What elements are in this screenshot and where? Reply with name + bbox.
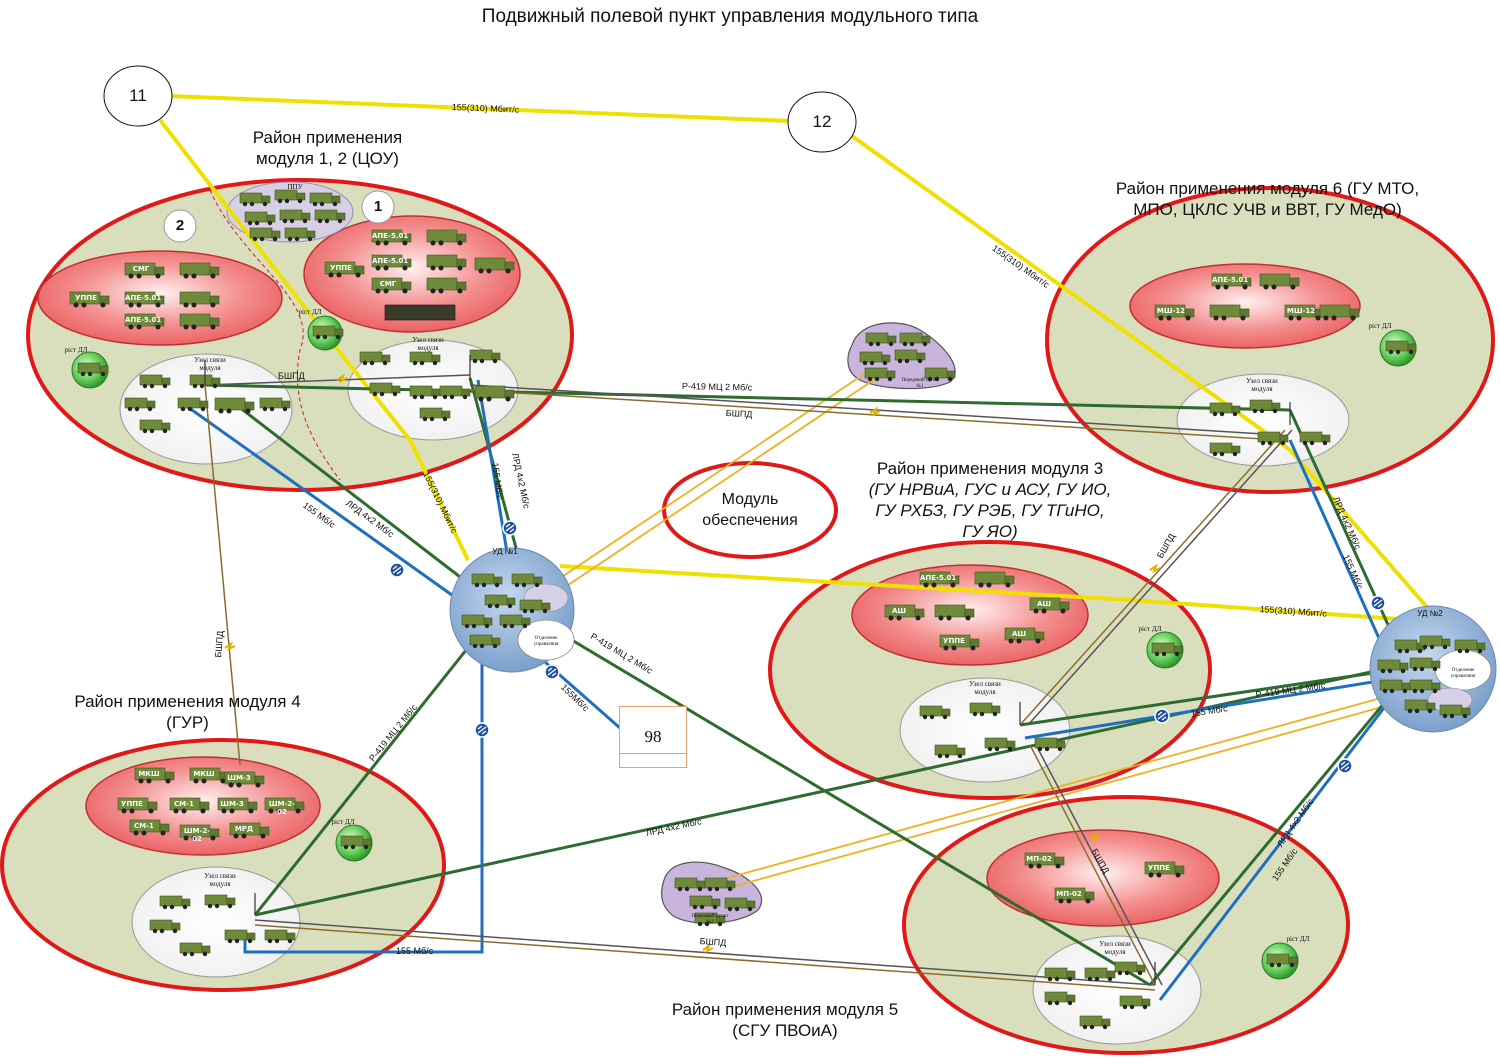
vehicle-label: ШМ-3 — [227, 774, 251, 782]
marker-2 — [163, 209, 197, 243]
node-11-label: 11 — [129, 86, 147, 105]
node-12-label: 12 — [812, 112, 832, 131]
region-3-title: Район применения модуля 3 (ГУ НРВиА, ГУС… — [868, 459, 1112, 541]
rist-label-5: рiст ДЛ — [1286, 935, 1310, 943]
vehicle-label: ШМ-2-02 — [183, 827, 211, 843]
bshpd-links — [204, 374, 1293, 991]
vehicle-label: АШ — [891, 607, 907, 615]
node-12 — [787, 91, 857, 153]
vehicle-label: УППЕ — [75, 294, 97, 302]
vehicle-label: УППЕ — [1148, 864, 1170, 872]
node-98: 98 — [619, 706, 687, 768]
vehicle-label: СМГ — [379, 280, 397, 288]
vehicle-label: МШ-12 — [1156, 307, 1186, 315]
link-label-b155-4: 155 Мб/с — [396, 946, 434, 956]
region-4-title: Район применения модуля 4(ГУР) — [74, 692, 301, 732]
rist-label-6: рiст ДЛ — [1368, 322, 1392, 330]
link-label-bshpd-bottom: БШПД — [699, 936, 727, 948]
rist-label-2: рiст ДЛ — [298, 308, 322, 316]
vehicle-label: МКШ — [193, 770, 215, 778]
vehicle-label: СМ-1 — [174, 800, 194, 808]
ud1-label: УД №1 — [492, 547, 518, 556]
region-module-1-2 — [26, 178, 574, 492]
region-5-title: Район применения модуля 5(СГУ ПВОиА) — [671, 1000, 899, 1040]
vehicle-label: АПЕ-5.01 — [920, 574, 957, 582]
vehicle-label: УППЕ — [121, 800, 143, 808]
uzel-svyazi-5 — [1032, 935, 1202, 1045]
rist-label-1: рiст ДЛ — [64, 346, 88, 354]
zone-module-6 — [1129, 263, 1361, 349]
uzel-svyazi-4 — [131, 866, 301, 978]
link-label-bshpd-1: БШПД — [278, 371, 305, 381]
vehicles — [69, 189, 1486, 1030]
marker-2-label: 2 — [175, 217, 185, 234]
region-6-title: Район применения модуля 6 (ГУ МТО,МПО, Ц… — [1115, 179, 1420, 219]
vehicle-label: МКШ — [138, 770, 160, 778]
vehicle-label: МП-02 — [1026, 855, 1052, 863]
vehicle-label: АПЕ-5.01 — [125, 316, 162, 324]
zone-module-1 — [303, 215, 521, 333]
vehicle-label: АПЕ-5.01 — [1212, 276, 1249, 284]
vehicle-label: СМ-1 — [134, 822, 154, 830]
ppu-label: ППУ — [287, 183, 303, 191]
rist-label-4: рiст ДЛ — [331, 818, 355, 826]
vehicle-label: МРД — [234, 825, 254, 833]
boundary-dashed — [209, 189, 341, 481]
vehicle-label: АПЕ-5.01 — [372, 232, 409, 240]
vehicle-label: АШ — [1011, 630, 1027, 638]
yellow-links — [158, 94, 1442, 624]
vehicle-label: АПЕ-5.01 — [125, 294, 162, 302]
vehicle-label: АШ — [1036, 600, 1052, 608]
link-label-bshpd-top: БШПД — [725, 408, 753, 420]
vehicle-label: СМГ — [132, 265, 150, 273]
vehicle-label: МШ-12 — [1286, 307, 1316, 315]
link-label-r419-top: Р-419 МЦ 2 Мб/с — [681, 381, 753, 393]
vehicle-label: УППЕ — [943, 637, 965, 645]
marker-1-label: 1 — [373, 198, 383, 215]
ud2-label: УД №2 — [1417, 609, 1443, 618]
rist-label-3: рiст ДЛ — [1138, 625, 1162, 633]
marker-1 — [361, 190, 395, 224]
page-title: Подвижный полевой пункт управления модул… — [481, 6, 979, 27]
orange-links — [519, 369, 1419, 889]
vehicle-label: УППЕ — [330, 264, 352, 272]
node-98-label: 98 — [644, 727, 662, 746]
vehicle-label: АПЕ-5.01 — [372, 257, 409, 265]
vehicle-label: МП-02 — [1056, 890, 1082, 898]
vehicle-label: ШМ-2-02 — [268, 800, 296, 816]
vehicle-label: ШМ-3 — [220, 800, 244, 808]
zone-module-5 — [986, 829, 1220, 927]
blue-links — [184, 379, 1392, 1001]
node-11 — [103, 65, 173, 127]
